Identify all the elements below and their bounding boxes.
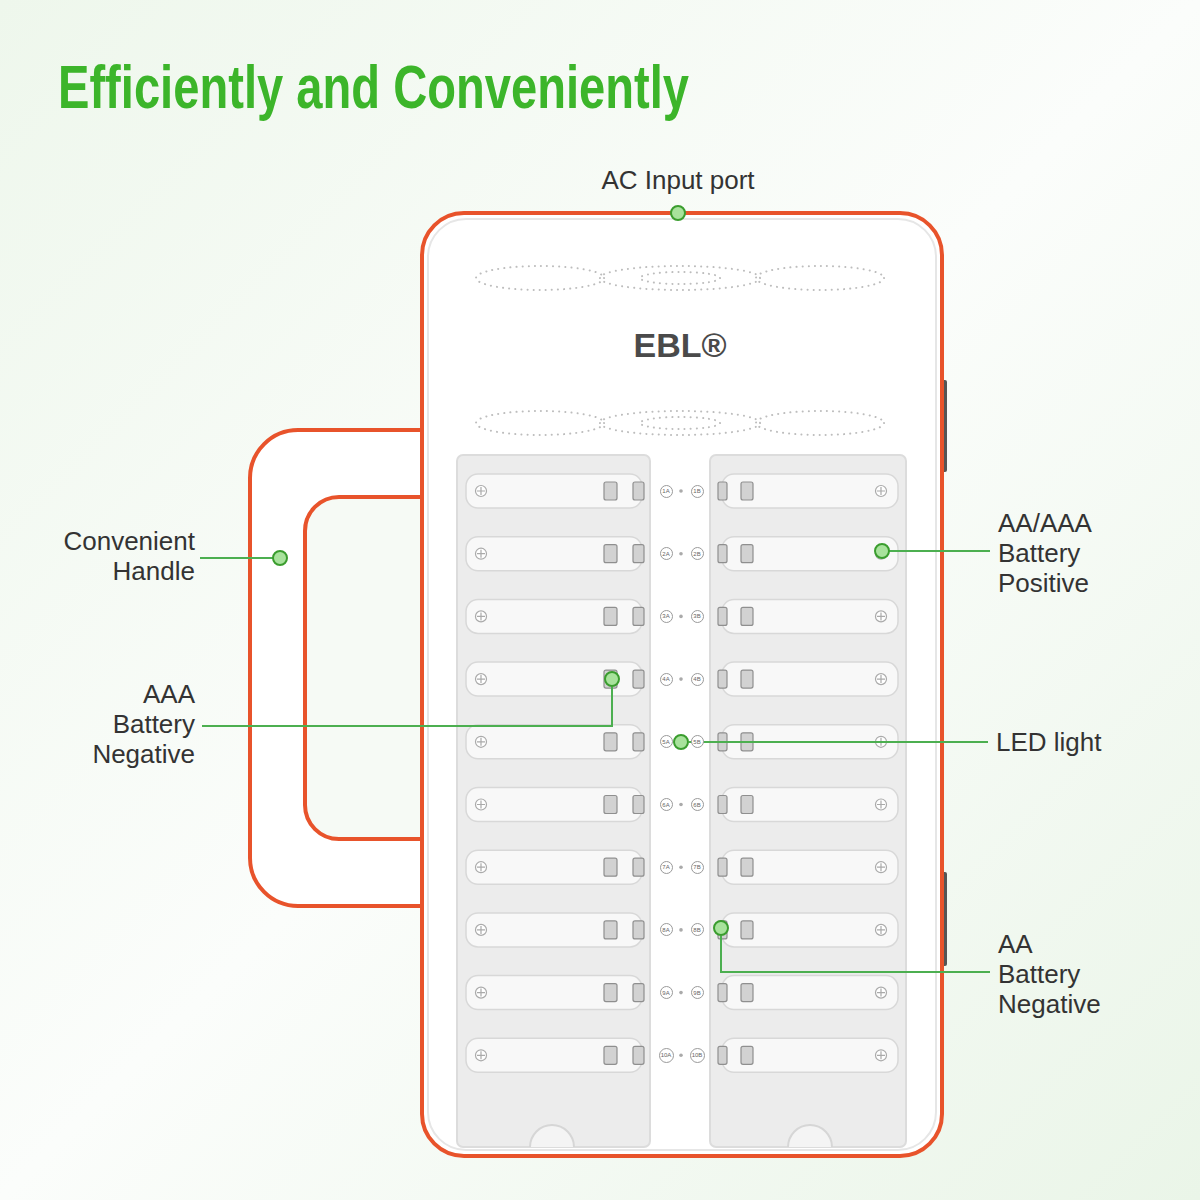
led-indicator: 3A [660,610,673,623]
led-indicator: 6B [691,798,704,811]
vent-dots [476,266,884,435]
leader-lines [200,551,990,972]
led-indicator: 7B [691,861,704,874]
slot-number: 3A [662,613,669,619]
brand-logo: EBL® [600,326,760,364]
slot-number: 4B [693,676,700,682]
callout-label: AAA Battery Negative [65,679,195,769]
slot-number: 6A [662,802,669,808]
led-indicator: 7A [660,861,673,874]
callout-label: AA Battery Negative [998,929,1120,1019]
charger-housing [422,213,942,1156]
led-dots [679,489,683,1057]
led-indicator: 10B [690,1048,705,1063]
slot-number: 1A [662,488,669,494]
battery-tray [710,455,906,1147]
slot-number: 6B [693,802,700,808]
slot-number: 10B [692,1052,703,1058]
battery-tray [457,455,650,1147]
slot-number: 7A [662,864,669,870]
led-indicator: 10A [659,1048,674,1063]
slot-number: 9B [693,990,700,996]
led-indicator: 6A [660,798,673,811]
callout-label: AC Input port [558,165,798,195]
slot-number: 5B [693,739,700,745]
title: Efficiently and Conveniently [58,52,689,122]
slot-number: 8B [693,927,700,933]
led-indicator: 9B [691,986,704,999]
led-indicator: 5A [660,735,673,748]
led-indicator: 8A [660,923,673,936]
slot-number: 3B [693,613,700,619]
slot-number: 7B [693,864,700,870]
led-indicator: 2B [691,547,704,560]
led-indicator: 3B [691,610,704,623]
led-indicator: 8B [691,923,704,936]
housing-inner-edge [428,219,936,1150]
led-indicator: 5B [691,735,704,748]
finger-notch [530,1125,574,1147]
led-indicator: 1B [691,485,704,498]
led-indicator: 2A [660,547,673,560]
battery-slots [466,474,898,1072]
callout-label: LED light [996,727,1166,757]
led-indicator: 4A [660,673,673,686]
slot-number: 4A [662,676,669,682]
slot-number: 10A [661,1052,672,1058]
slot-number: 2A [662,551,669,557]
finger-notch [788,1125,832,1147]
slot-number: 9A [662,990,669,996]
led-indicator: 9A [660,986,673,999]
callout-label: Convenient Handle [45,526,195,586]
callout-markers [273,206,889,935]
callout-label: AA/AAA Battery Positive [998,508,1128,598]
slot-number: 2B [693,551,700,557]
led-indicator: 4B [691,673,704,686]
led-indicator: 1A [660,485,673,498]
slot-number: 8A [662,927,669,933]
slot-number: 5A [662,739,669,745]
slot-number: 1B [693,488,700,494]
